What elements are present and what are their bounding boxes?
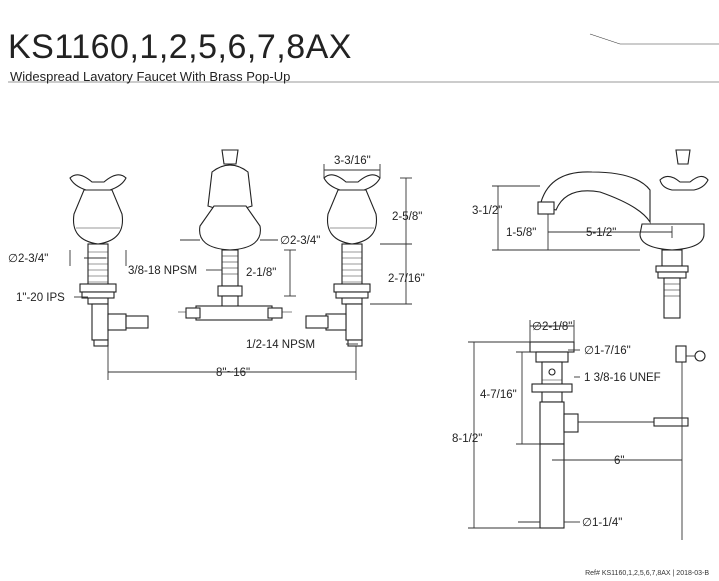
dim-handle-base-dia: ∅2-3/4" bbox=[8, 253, 48, 265]
dim-drain-total-len: 8-1/2" bbox=[452, 433, 482, 445]
drain-assembly bbox=[529, 341, 706, 540]
dim-handle-shank-thread: 1"-20 IPS bbox=[16, 292, 65, 304]
dim-lift-rod-len: 6" bbox=[614, 455, 624, 467]
dim-drain-body-dia: ∅1-7/16" bbox=[584, 345, 631, 357]
dim-drain-thread: 1 3/8-16 UNEF bbox=[584, 372, 661, 384]
title-frame-line bbox=[589, 33, 719, 45]
dim-spread: 8"~16" bbox=[216, 367, 250, 379]
dim-handle-height: 2-5/8" bbox=[392, 211, 422, 223]
dimension-lines: ∅2-3/4" 3/8-18 NPSM 1"-20 IPS ∅2-3/4" 2-… bbox=[8, 155, 682, 529]
dim-spout-reach: 5-1/2" bbox=[586, 227, 616, 239]
dim-handle-width: 3-3/16" bbox=[334, 155, 371, 167]
dim-drain-thread-len: 4-7/16" bbox=[480, 389, 517, 401]
dim-spout-thread: 3/8-18 NPSM bbox=[128, 265, 197, 277]
dim-drain-top-dia: ∅2-1/8" bbox=[532, 321, 572, 333]
page-title: KS1160,1,2,5,6,7,8AX bbox=[8, 28, 352, 66]
dim-handle-shank-len: 2-7/16" bbox=[388, 273, 425, 285]
dim-spout-height: 3-1/2" bbox=[472, 205, 502, 217]
dim-tailpiece-dia: ∅1-1/4" bbox=[582, 517, 622, 529]
dim-spout-shank-len: 2-1/8" bbox=[246, 267, 276, 279]
dim-spout-base-dia: ∅2-3/4" bbox=[280, 235, 320, 247]
dim-spout-clearance: 1-5/8" bbox=[506, 227, 536, 239]
reference-number: Ref# KS1160,1,2,5,6,7,8AX | 2018-03-B bbox=[585, 570, 709, 577]
center-spout-valve bbox=[178, 149, 292, 321]
page-subtitle: Widespread Lavatory Faucet With Brass Po… bbox=[10, 69, 291, 84]
side-view-faucet bbox=[537, 149, 709, 319]
right-handle-valve bbox=[305, 174, 381, 347]
left-handle-valve bbox=[69, 174, 149, 347]
dim-supply-thread: 1/2-14 NPSM bbox=[246, 339, 315, 351]
